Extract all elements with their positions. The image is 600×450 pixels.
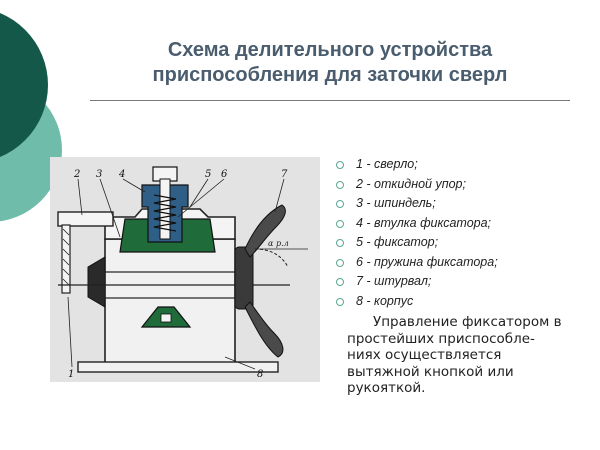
legend-item-label: 2 - откидной упор; bbox=[356, 176, 466, 191]
leader-8 bbox=[224, 356, 256, 370]
bullet-icon bbox=[336, 239, 344, 247]
bullet-icon bbox=[336, 297, 344, 306]
legend-item: 8 - корпус bbox=[334, 292, 584, 312]
legend-item-label: 6 - пружина фиксатора; bbox=[356, 254, 498, 269]
bullet-icon bbox=[336, 200, 344, 208]
legend-item: 2 - откидной упор; bbox=[334, 175, 584, 195]
angle-arc bbox=[254, 248, 289, 268]
handwheel-spoke-lower bbox=[244, 301, 284, 358]
note-line-4: вытяжной кнопкой или bbox=[347, 363, 514, 380]
legend-item-label: 1 - сверло; bbox=[356, 157, 418, 171]
body-housing bbox=[104, 238, 236, 370]
callout-6: 6 bbox=[221, 169, 228, 180]
decor-circle-dark bbox=[0, 13, 48, 157]
callout-7: 7 bbox=[281, 169, 288, 180]
note-line-2: простейших приспособле- bbox=[347, 330, 535, 347]
bullet-icon bbox=[336, 180, 344, 189]
note-line-5: рукояткой. bbox=[347, 380, 426, 396]
leader-1 bbox=[67, 296, 73, 368]
legend-item: 7 - штурвал; bbox=[334, 272, 584, 292]
bullet-icon bbox=[336, 278, 344, 286]
title-line-2: приспособления для заточки сверл bbox=[152, 64, 508, 86]
bullet-icon bbox=[336, 219, 344, 228]
lower-notch-hole bbox=[160, 313, 172, 323]
dividing-device-diagram: α р.л 2 3 4 5 6 7 1 8 bbox=[50, 157, 320, 382]
spring-coil bbox=[153, 194, 177, 232]
leader-5 bbox=[189, 178, 209, 208]
leader-3 bbox=[99, 178, 121, 238]
legend-item: 6 - пружина фиксатора; bbox=[334, 253, 584, 273]
legend-item-label: 4 - втулка фиксатора; bbox=[356, 215, 492, 230]
callout-5: 5 bbox=[205, 169, 211, 180]
hinged-stop bbox=[57, 211, 114, 227]
legend-item-label: 5 - фиксатор; bbox=[356, 235, 439, 249]
handwheel-hub bbox=[234, 246, 254, 310]
slide-title: Схема делительного устройства приспособл… bbox=[105, 38, 555, 88]
callout-8: 8 bbox=[257, 369, 263, 380]
callout-2: 2 bbox=[73, 169, 80, 180]
bullet-icon bbox=[336, 161, 344, 169]
leader-6 bbox=[177, 178, 225, 218]
chuck bbox=[87, 256, 106, 308]
legend-item-label: 7 - штурвал; bbox=[356, 274, 432, 288]
drill-bit bbox=[61, 224, 71, 294]
leader-7 bbox=[274, 178, 285, 213]
note-line-1: Управление фиксатором в bbox=[347, 314, 600, 331]
base-plate bbox=[77, 361, 279, 373]
title-line-1: Схема делительного устройства bbox=[167, 39, 493, 61]
callout-1: 1 bbox=[68, 369, 74, 380]
note-line-1-text: Управление фиксатором в bbox=[373, 314, 562, 330]
legend-item: 4 - втулка фиксатора; bbox=[334, 214, 584, 234]
leader-lines bbox=[67, 178, 285, 370]
explanation-note: Управление фиксатором в простейших присп… bbox=[347, 314, 600, 397]
note-line-3: ниях осуществляется bbox=[347, 347, 502, 363]
legend-item-label: 8 - корпус bbox=[356, 293, 414, 308]
callout-4: 4 bbox=[118, 169, 125, 180]
parts-legend: 1 - сверло; 2 - откидной упор; 3 - шпинд… bbox=[334, 155, 584, 311]
legend-item-label: 3 - шпиндель; bbox=[356, 196, 436, 210]
legend-item: 1 - сверло; bbox=[334, 155, 584, 175]
handwheel-spoke-upper bbox=[244, 204, 286, 258]
leader-4 bbox=[122, 178, 146, 193]
legend-item: 3 - шпиндель; bbox=[334, 194, 584, 214]
decorative-circles bbox=[0, 13, 62, 222]
title-divider bbox=[90, 100, 570, 101]
angle-label: α р.л bbox=[268, 239, 289, 248]
legend-item: 5 - фиксатор; bbox=[334, 233, 584, 253]
bullet-icon bbox=[336, 258, 344, 267]
callout-3: 3 bbox=[96, 169, 102, 180]
drill-hatch bbox=[62, 228, 70, 286]
leader-2 bbox=[77, 178, 83, 216]
